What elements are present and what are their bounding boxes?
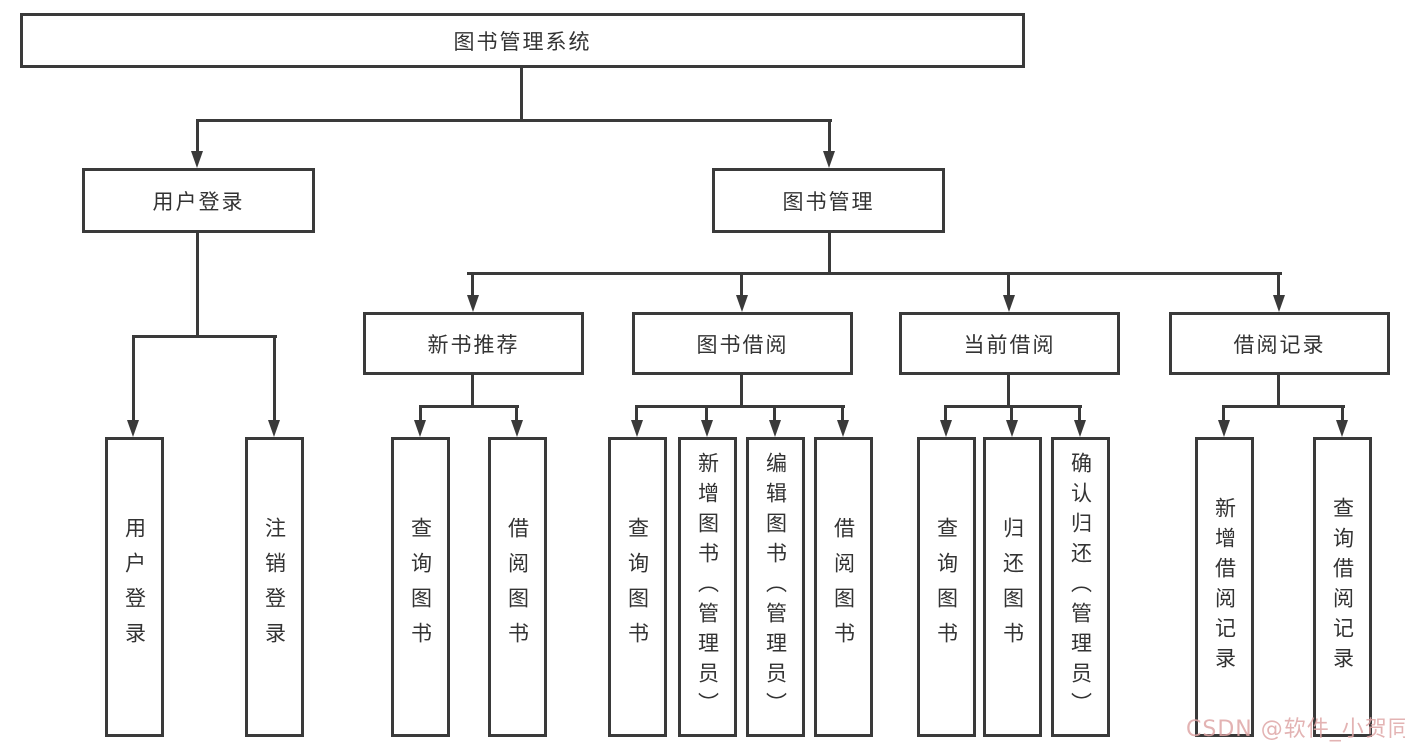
leaf-query-books-2: 查询图书 — [608, 437, 667, 737]
leaf-query-books-3: 查询图书 — [917, 437, 976, 737]
arrow-down-icon — [823, 151, 835, 168]
arrow-down-icon — [1003, 295, 1015, 312]
leaf-confirm-return-admin: 确认归还（管理员） — [1051, 437, 1110, 737]
node-book-mgmt: 图书管理 — [712, 168, 945, 233]
connector-line — [944, 405, 1082, 408]
arrow-down-icon — [1006, 420, 1018, 437]
connector-line — [828, 119, 831, 153]
connector-line — [841, 405, 844, 422]
connector-line — [419, 405, 422, 422]
connector-line — [635, 405, 845, 408]
arrow-down-icon — [191, 151, 203, 168]
node-current-borrow: 当前借阅 — [899, 312, 1120, 375]
connector-line — [773, 405, 776, 422]
leaf-query-borrow-record-label: 查询借阅记录 — [1330, 497, 1355, 677]
arrow-down-icon — [1273, 295, 1285, 312]
connector-line — [944, 405, 947, 422]
arrow-down-icon — [1218, 420, 1230, 437]
arrow-down-icon — [701, 420, 713, 437]
arrow-down-icon — [769, 420, 781, 437]
connector-line — [828, 232, 831, 274]
node-book-mgmt-label: 图书管理 — [782, 189, 875, 214]
leaf-logout-label: 注销登录 — [262, 517, 287, 657]
leaf-query-borrow-record: 查询借阅记录 — [1313, 437, 1372, 737]
node-current-borrow-label: 当前借阅 — [963, 332, 1056, 357]
arrow-down-icon — [268, 420, 280, 437]
leaf-query-books-1-label: 查询图书 — [408, 517, 433, 657]
leaf-return-book: 归还图书 — [983, 437, 1042, 737]
arrow-down-icon — [736, 295, 748, 312]
arrow-down-icon — [127, 420, 139, 437]
connector-line — [520, 68, 523, 121]
connector-line — [467, 272, 1282, 275]
leaf-add-borrow-record: 新增借阅记录 — [1195, 437, 1254, 737]
connector-line — [132, 335, 135, 421]
node-new-book-rec-label: 新书推荐 — [427, 332, 520, 357]
connector-line — [1007, 375, 1010, 408]
leaf-confirm-return-admin-label: 确认归还（管理员） — [1068, 452, 1093, 722]
connector-line — [471, 375, 474, 408]
node-root: 图书管理系统 — [20, 13, 1025, 68]
leaf-borrow-books-2: 借阅图书 — [814, 437, 873, 737]
leaf-add-book-admin-label: 新增图书（管理员） — [695, 452, 720, 722]
leaf-borrow-books-1-label: 借阅图书 — [505, 517, 530, 657]
leaf-query-books-1: 查询图书 — [391, 437, 450, 737]
node-book-borrow-label: 图书借阅 — [696, 332, 789, 357]
connector-line — [196, 119, 199, 153]
csdn-watermark: CSDN @软件_小贺同学 — [1186, 717, 1405, 742]
arrow-down-icon — [837, 420, 849, 437]
arrow-down-icon — [414, 420, 426, 437]
connector-line — [273, 335, 276, 421]
node-user-login-label: 用户登录 — [152, 189, 245, 214]
connector-line — [1007, 272, 1010, 297]
leaf-edit-book-admin-label: 编辑图书（管理员） — [763, 452, 788, 722]
connector-line — [635, 405, 638, 422]
node-borrow-records: 借阅记录 — [1169, 312, 1390, 375]
node-borrow-records-label: 借阅记录 — [1233, 332, 1326, 357]
connector-line — [1078, 405, 1081, 422]
connector-line — [1222, 405, 1345, 408]
arrow-down-icon — [1336, 420, 1348, 437]
arrow-down-icon — [467, 295, 479, 312]
connector-line — [740, 375, 743, 408]
connector-line — [471, 272, 474, 297]
leaf-add-book-admin: 新增图书（管理员） — [678, 437, 737, 737]
connector-line — [740, 272, 743, 297]
node-book-borrow: 图书借阅 — [632, 312, 853, 375]
connector-line — [1277, 375, 1280, 408]
connector-line — [1341, 405, 1344, 422]
leaf-add-borrow-record-label: 新增借阅记录 — [1212, 497, 1237, 677]
connector-line — [132, 335, 277, 338]
connector-line — [705, 405, 708, 422]
leaf-query-books-3-label: 查询图书 — [934, 517, 959, 657]
node-root-label: 图书管理系统 — [453, 29, 592, 54]
leaf-query-books-2-label: 查询图书 — [625, 517, 650, 657]
leaf-borrow-books-1: 借阅图书 — [488, 437, 547, 737]
arrow-down-icon — [631, 420, 643, 437]
arrow-down-icon — [511, 420, 523, 437]
arrow-down-icon — [940, 420, 952, 437]
arrow-down-icon — [1074, 420, 1086, 437]
connector-line — [1010, 405, 1013, 422]
leaf-logout: 注销登录 — [245, 437, 304, 737]
connector-line — [515, 405, 518, 422]
connector-line — [1277, 272, 1280, 297]
connector-line — [419, 405, 519, 408]
node-new-book-rec: 新书推荐 — [363, 312, 584, 375]
connector-line — [196, 232, 199, 337]
leaf-borrow-books-2-label: 借阅图书 — [831, 517, 856, 657]
leaf-edit-book-admin: 编辑图书（管理员） — [746, 437, 805, 737]
leaf-user-login-label: 用户登录 — [122, 517, 147, 657]
leaf-return-book-label: 归还图书 — [1000, 517, 1025, 657]
node-user-login: 用户登录 — [82, 168, 315, 233]
connector-line — [196, 119, 832, 122]
connector-line — [1222, 405, 1225, 422]
leaf-user-login: 用户登录 — [105, 437, 164, 737]
